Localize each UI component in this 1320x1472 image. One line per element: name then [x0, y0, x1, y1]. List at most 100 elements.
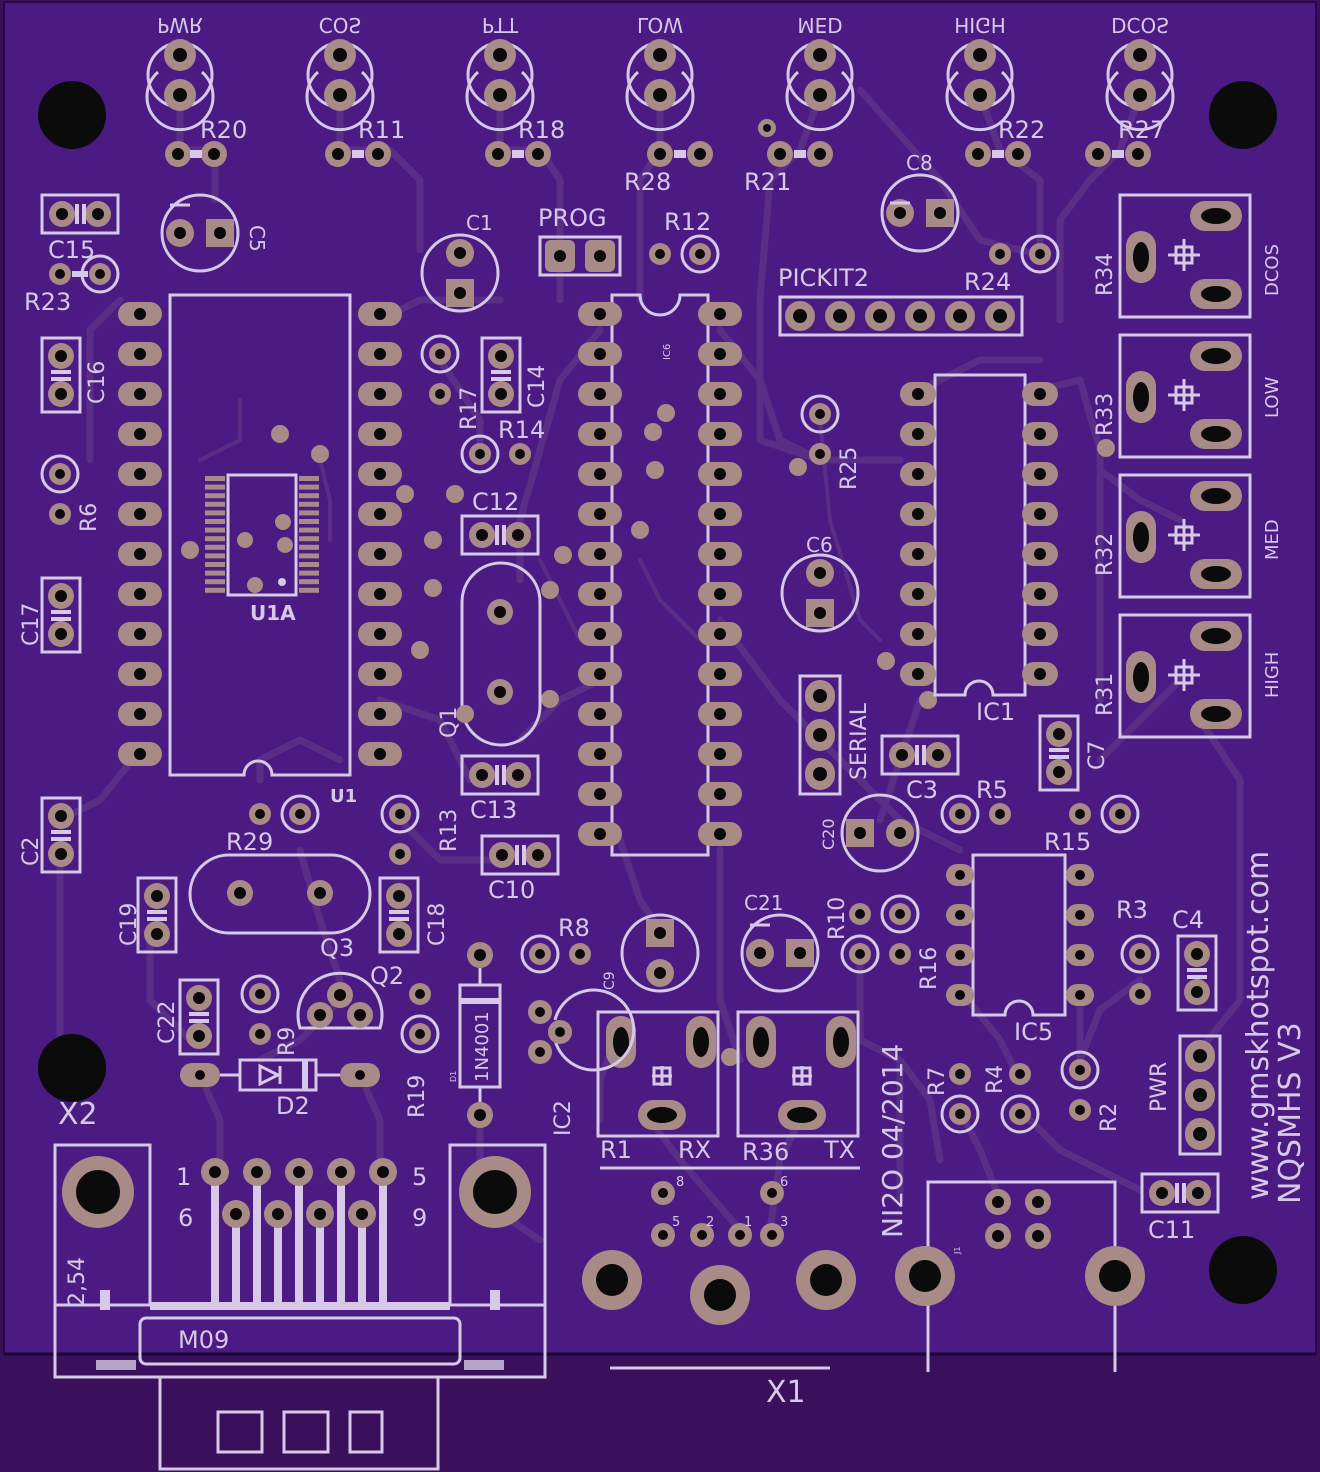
- label-c22: C22: [155, 1001, 180, 1044]
- label-din-5: 5: [672, 1215, 680, 1230]
- led-label-cos: COS: [319, 13, 361, 37]
- label-db9-pin9: 9: [412, 1204, 427, 1232]
- led-med: [785, 39, 855, 132]
- label-c3: C3: [906, 776, 938, 804]
- j1-connector: [895, 1180, 1145, 1372]
- label-r2: R2: [1097, 1103, 1122, 1132]
- label-r31: R31: [1093, 673, 1118, 716]
- label-r6: R6: [77, 503, 102, 532]
- label-u1: U1: [330, 786, 357, 807]
- label-x2: X2: [58, 1097, 98, 1132]
- label-r32: R32: [1093, 533, 1118, 576]
- trimmers: [1118, 193, 1252, 739]
- label-din-8: 8: [676, 1175, 684, 1190]
- crystal-q1: [456, 561, 542, 747]
- label-r27: R27: [1118, 116, 1165, 144]
- led-row: [145, 39, 1175, 132]
- label-r20: R20: [200, 116, 247, 144]
- label-med: MED: [1262, 519, 1283, 560]
- label-r8: R8: [558, 914, 590, 942]
- label-m09: M09: [178, 1326, 229, 1354]
- label-c8: C8: [906, 151, 933, 175]
- label-c18: C18: [425, 903, 450, 946]
- diode-d2: [180, 1058, 380, 1092]
- label-r7: R7: [925, 1067, 950, 1096]
- u1-chip: [118, 293, 402, 777]
- label-c19: C19: [117, 903, 142, 946]
- led-label-high: HIGH: [954, 13, 1005, 37]
- pwr-header: [1178, 1034, 1222, 1156]
- top-resistors: [165, 119, 1151, 167]
- label-r9: R9: [275, 1027, 300, 1056]
- label-url: www.gmskhotspot.com: [1241, 851, 1276, 1200]
- ic6-chip: [578, 293, 742, 857]
- led-dcos: [1105, 39, 1175, 132]
- label-r25: R25: [837, 447, 862, 490]
- label-d2: D2: [276, 1092, 310, 1120]
- label-c17: C17: [19, 603, 44, 646]
- label-r21: R21: [744, 168, 791, 196]
- crystal-r29: [188, 853, 372, 935]
- label-prog: PROG: [538, 204, 607, 232]
- label-r18: R18: [518, 116, 565, 144]
- vias: [181, 404, 1115, 1066]
- label-low: LOW: [1262, 376, 1283, 418]
- label-r15: R15: [1044, 828, 1091, 856]
- label-r19: R19: [405, 1075, 430, 1118]
- label-r34: R34: [1093, 253, 1118, 296]
- label-c13: C13: [470, 796, 517, 824]
- label-r3: R3: [1116, 896, 1148, 924]
- label-r10: R10: [825, 897, 850, 940]
- label-d1: D1: [449, 1071, 458, 1082]
- label-din-1: 1: [744, 1215, 752, 1230]
- label-c21: C21: [744, 891, 783, 915]
- label-c12: C12: [472, 488, 519, 516]
- prog-header: [538, 235, 622, 277]
- label-din-2: 2: [706, 1215, 714, 1230]
- label-din-6: 6: [780, 1175, 788, 1190]
- small-resistors: [40, 234, 1160, 1134]
- label-c1: C1: [466, 211, 493, 235]
- pickit2-header: [778, 295, 1024, 337]
- label-c9: C9: [602, 971, 618, 990]
- label-q2: Q2: [370, 962, 404, 990]
- label-r24: R24: [964, 268, 1011, 296]
- label-c6: C6: [806, 533, 833, 557]
- led-label-dcos: DCOS: [1111, 13, 1169, 37]
- label-c2: C2: [19, 837, 44, 866]
- led-label-pwr: PWR: [157, 13, 203, 37]
- led-label-low: LOW: [637, 13, 683, 37]
- label-r22: R22: [998, 116, 1045, 144]
- label-pitch: 2,54: [65, 1257, 90, 1306]
- led-cos: [305, 39, 375, 132]
- label-j1: J1: [953, 1247, 962, 1255]
- label-r1: R1: [600, 1136, 632, 1164]
- label-c20: C20: [819, 818, 838, 850]
- label-db9-pin6: 6: [178, 1204, 193, 1232]
- label-db9-pin1: 1: [176, 1163, 191, 1191]
- ic5-chip: [946, 853, 1094, 1017]
- led-low: [625, 39, 695, 132]
- label-din-3: 3: [780, 1215, 788, 1230]
- label-ic5: IC5: [1014, 1018, 1053, 1046]
- label-r17: R17: [457, 387, 482, 430]
- label-tx: TX: [823, 1136, 855, 1164]
- label-ic2: IC2: [551, 1100, 576, 1136]
- din-connector-x1: [582, 1181, 856, 1370]
- led-pwr: [145, 39, 215, 132]
- label-c11: C11: [1148, 1216, 1195, 1244]
- led-label-ptt: PTT: [482, 13, 519, 37]
- label-pickit2: PICKIT2: [778, 264, 869, 292]
- ceramic-caps: [40, 193, 1220, 1214]
- label-c15: C15: [48, 236, 95, 264]
- serial-header: [798, 674, 842, 796]
- label-r12: R12: [664, 208, 711, 236]
- label-r16: R16: [917, 947, 942, 990]
- label-r11: R11: [358, 116, 405, 144]
- diode-d1: [458, 942, 502, 1128]
- led-high: [945, 39, 1015, 132]
- label-q3: Q3: [320, 934, 354, 962]
